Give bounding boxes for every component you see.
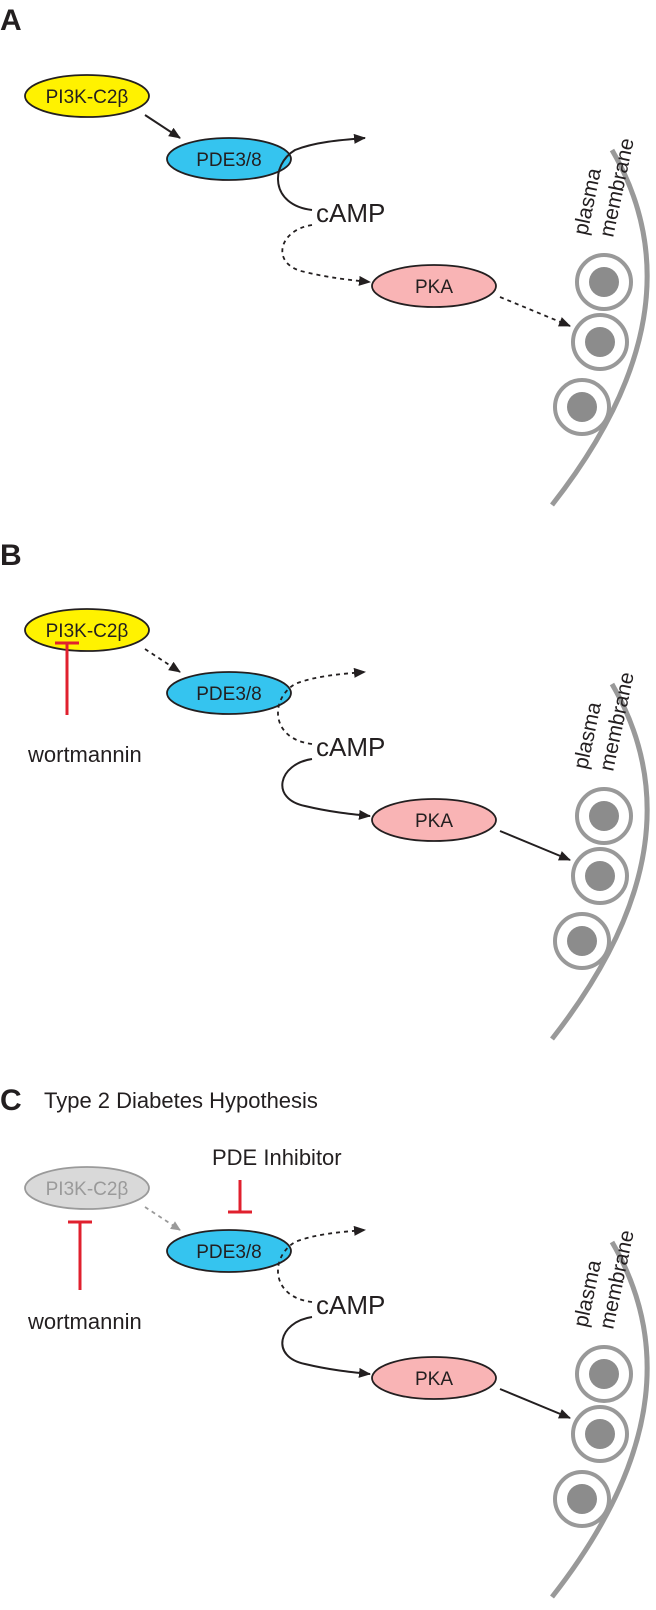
vesicle (571, 1405, 629, 1463)
plasma-membrane-curve (550, 682, 650, 1041)
pka-to-membrane-arrow (499, 1388, 571, 1419)
camp-label: cAMP (316, 1290, 385, 1320)
hypothesis-title: Type 2 Diabetes Hypothesis (44, 1088, 318, 1113)
wortmannin-label: wortmannin (27, 1309, 142, 1334)
plasma-membrane-curve (550, 148, 650, 507)
panel-letter: B (0, 539, 22, 572)
vesicle (575, 253, 633, 311)
pi3k-node-inhibited: PI3K-C2β (24, 1166, 150, 1210)
pka-node: PKA (371, 264, 497, 308)
camp-degradation-arrow (277, 667, 366, 745)
camp-degradation-arrow (277, 133, 366, 211)
panel-letter: C (0, 1084, 22, 1117)
pi3k-node: PI3K-C2β (24, 74, 150, 118)
vesicle (553, 378, 611, 436)
wortmannin-inhibition (55, 641, 79, 715)
pi3k-to-pde-arrow (144, 648, 181, 673)
panel-letter: A (0, 4, 22, 37)
wortmannin-label: wortmannin (27, 742, 142, 767)
pka-label: PKA (415, 811, 453, 832)
panel-c: C Type 2 Diabetes Hypothesis PI3K-C2β wo… (0, 1084, 650, 1599)
vesicle (575, 787, 633, 845)
pka-to-membrane-arrow (499, 296, 571, 327)
vesicle (575, 1345, 633, 1403)
pi3k-to-pde-arrow (144, 1206, 181, 1231)
plasma-membrane-curve (550, 1240, 650, 1599)
pi3k-label: PI3K-C2β (46, 1179, 129, 1200)
pi3k-label: PI3K-C2β (46, 621, 129, 642)
pde-inhibitor-label: PDE Inhibitor (212, 1145, 342, 1170)
pka-to-membrane-arrow (499, 830, 571, 861)
camp-to-pka-arrow (281, 758, 371, 820)
vesicle (553, 912, 611, 970)
pde-label: PDE3/8 (196, 1242, 261, 1263)
pi3k-node: PI3K-C2β (24, 608, 150, 652)
panel-b: B PI3K-C2β wortmannin PDE3/8 cAMP PKA pl… (0, 539, 650, 1041)
camp-to-pka-arrow (281, 224, 371, 286)
pde-label: PDE3/8 (196, 150, 261, 171)
pde-node: PDE3/8 (166, 137, 292, 181)
pka-label: PKA (415, 277, 453, 298)
pde-inhibitor-inhibition (228, 1180, 252, 1214)
camp-degradation-arrow (277, 1225, 366, 1303)
camp-label: cAMP (316, 198, 385, 228)
vesicle (571, 847, 629, 905)
vesicle (571, 313, 629, 371)
wortmannin-inhibition (68, 1220, 92, 1290)
pde-node: PDE3/8 (166, 1229, 292, 1273)
pde-node: PDE3/8 (166, 671, 292, 715)
panel-a: A PI3K-C2β PDE3/8 cAMP PKA plasma membra… (0, 4, 650, 507)
pde-label: PDE3/8 (196, 684, 261, 705)
pka-label: PKA (415, 1369, 453, 1390)
camp-label: cAMP (316, 732, 385, 762)
pka-node: PKA (371, 798, 497, 842)
pi3k-label: PI3K-C2β (46, 87, 129, 108)
pi3k-to-pde-arrow (144, 114, 181, 139)
camp-to-pka-arrow (281, 1316, 371, 1378)
vesicle (553, 1470, 611, 1528)
pka-node: PKA (371, 1356, 497, 1400)
